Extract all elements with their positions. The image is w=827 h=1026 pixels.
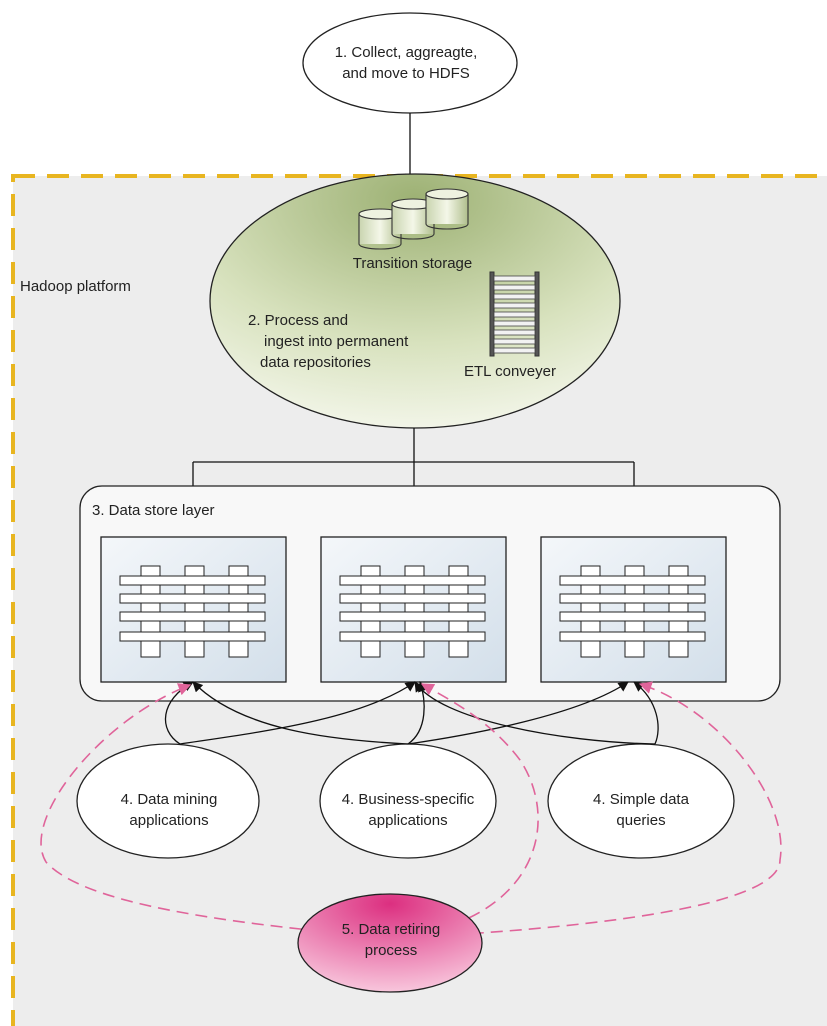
etl-rack-shelf (493, 293, 536, 300)
retire-arrows (40, 681, 782, 939)
app-simple-queries-line-1: 4. Simple data (593, 791, 689, 808)
process-line-1: 2. Process and (248, 312, 349, 329)
transition-storage-icon (358, 188, 469, 250)
data-retiring-line-1: 5. Data retiring (341, 921, 441, 938)
app-data-mining-node (76, 743, 260, 859)
data-store-layer-label: 3. Data store layer (92, 502, 215, 519)
data-store-grid-icon (119, 565, 266, 658)
data-retiring-text: 5. Data retiring process (306, 919, 476, 961)
data-retiring-line-2: process (364, 942, 418, 959)
etl-rack-shelf (493, 329, 536, 336)
app-data-mining-line-2: applications (129, 812, 209, 829)
process-node-text: 2. Process and ingest into permanent dat… (246, 310, 416, 373)
data-retiring-node (297, 893, 483, 993)
hadoop-platform-label: Hadoop platform (20, 278, 131, 295)
app-business-specific-line-1: 4. Business-specific (341, 791, 475, 808)
app-simple-queries-text: 4. Simple data queries (556, 789, 726, 831)
app-business-specific-line-2: applications (368, 812, 448, 829)
etl-rack-shelf (493, 311, 536, 318)
etl-conveyer-label: ETL conveyer (464, 363, 556, 380)
process-node (209, 173, 621, 429)
data-store-panels (100, 536, 727, 683)
transition-storage-label: Transition storage (352, 255, 473, 272)
process-line-3: data repositories (260, 354, 371, 371)
etl-rack-shelf (493, 320, 536, 327)
data-store-panel (320, 536, 507, 683)
etl-rack-shelf (493, 275, 536, 282)
collect-node-text: 1. Collect, aggreagte, and move to HDFS (326, 42, 486, 84)
app-data-mining-text: 4. Data mining applications (84, 789, 254, 831)
etl-conveyer-icon (489, 271, 540, 357)
etl-rack-shelf (493, 338, 536, 345)
process-line-2: ingest into permanent (264, 333, 409, 350)
etl-rack-shelf (493, 302, 536, 309)
collect-line-2: and move to HDFS (342, 65, 470, 82)
collect-line-1: 1. Collect, aggreagte, (334, 44, 478, 61)
app-simple-queries-line-2: queries (616, 812, 666, 829)
etl-rack-shelf (493, 347, 536, 354)
data-store-grid-icon (339, 565, 486, 658)
app-business-specific-text: 4. Business-specific applications (323, 789, 493, 831)
data-store-grid-icon (559, 565, 706, 658)
app-data-mining-line-1: 4. Data mining (120, 791, 218, 808)
etl-rack-shelf (493, 284, 536, 291)
